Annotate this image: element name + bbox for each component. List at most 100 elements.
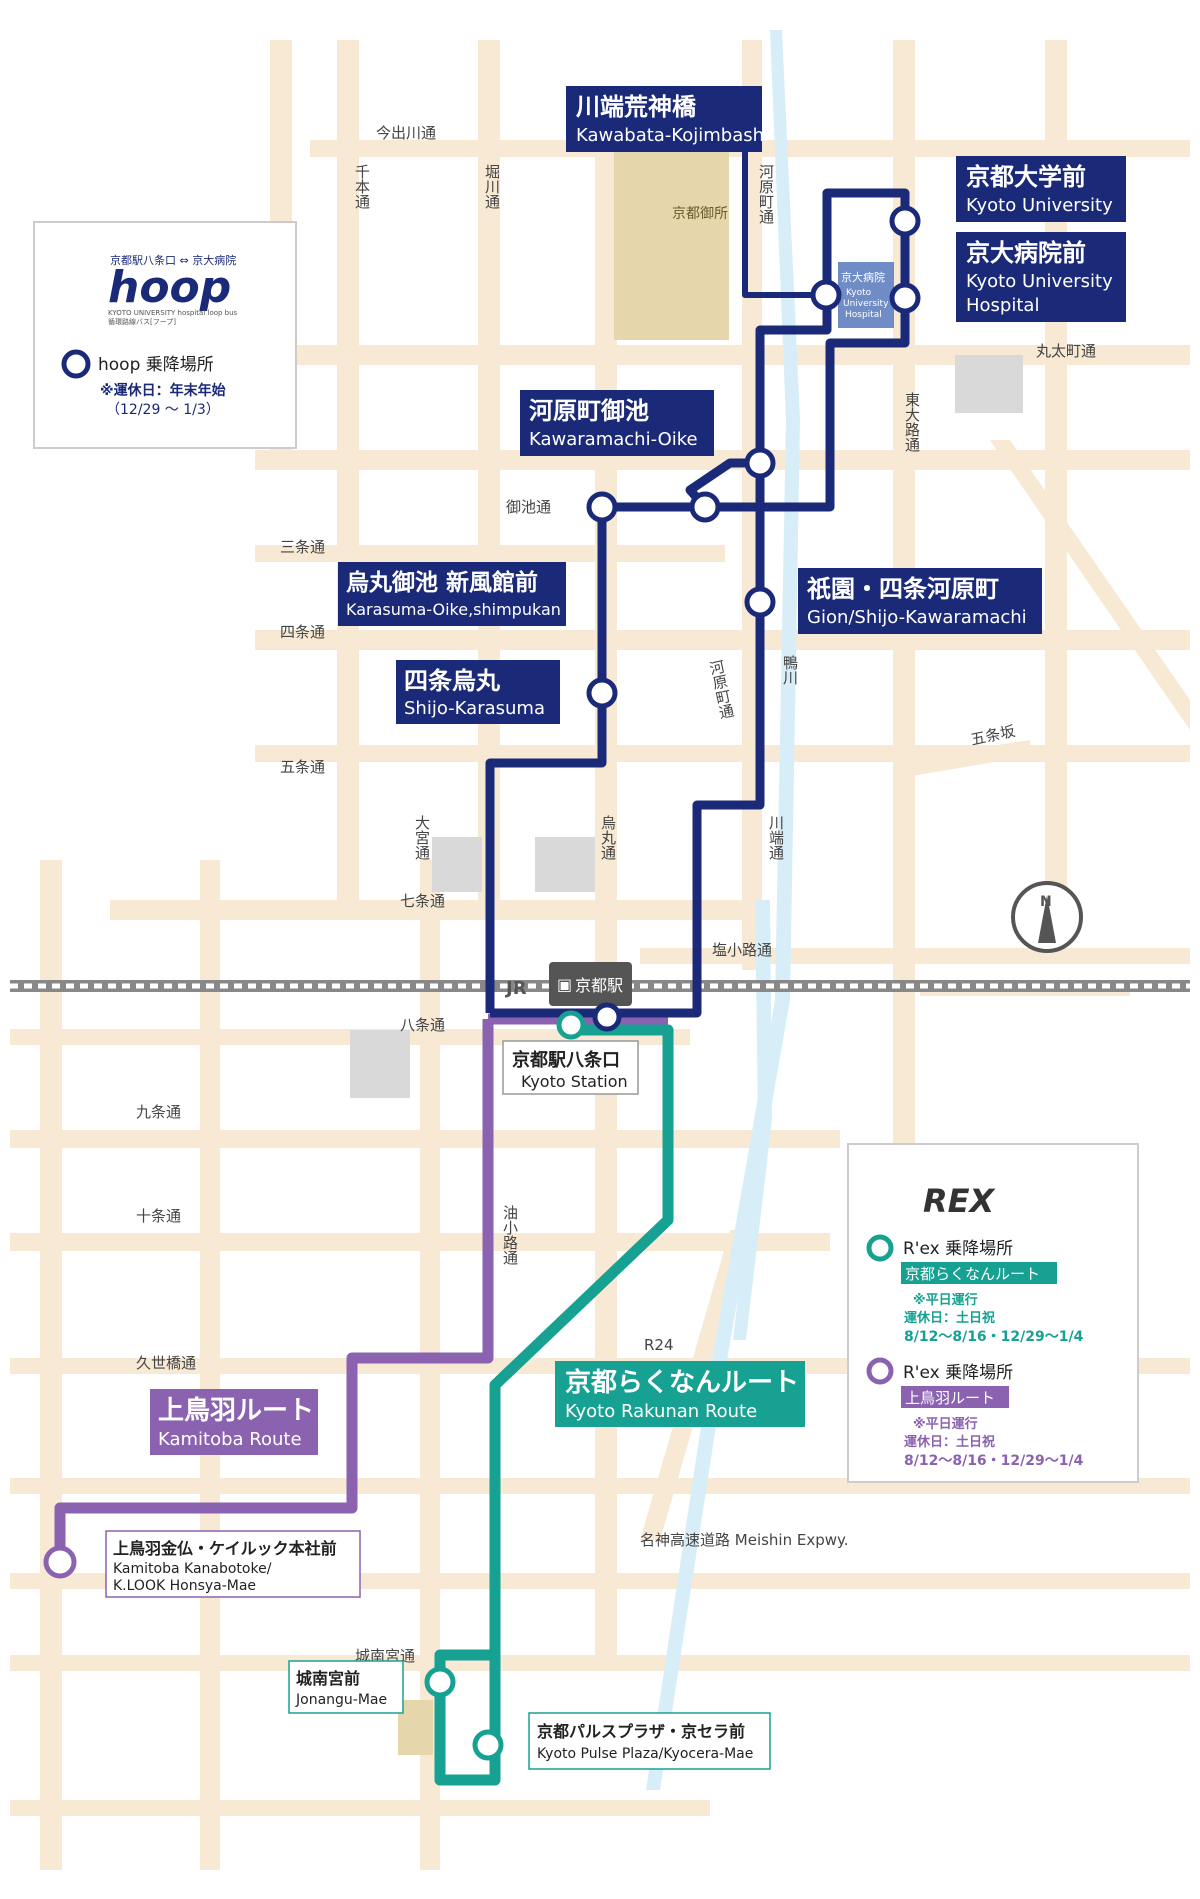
block-3	[535, 837, 595, 892]
label-sanjo: 三条通	[280, 538, 325, 556]
hosp-en1: Kyoto University	[966, 271, 1113, 292]
stop-kyodai[interactable]	[889, 205, 921, 237]
label-senbon: 千本通	[353, 164, 371, 209]
rakunan-legend-icon	[866, 1234, 894, 1262]
kamitoba-route-tag: 上鳥羽ルート	[905, 1389, 995, 1407]
block-2	[432, 837, 482, 892]
karasuma-oike-jp: 烏丸御池 新風館前	[346, 569, 538, 596]
kamitoba-note1: ※平日運行	[913, 1416, 978, 1432]
rakunan-note1: ※平日運行	[913, 1292, 978, 1308]
rex-logo: REX	[923, 1182, 996, 1220]
kyodai-en: Kyoto University	[966, 195, 1113, 216]
kawabata-en: Kawabata-Kojimbashi	[576, 125, 769, 146]
route-hoop	[485, 188, 910, 1018]
rivers	[646, 30, 800, 1790]
kamitoba-note3: 8/12～8/16・12/29～1/4	[904, 1453, 1084, 1469]
rakunan-route-jp: 京都らくなんルート	[565, 1367, 799, 1398]
label-kuzebashi: 久世橋通	[136, 1354, 196, 1372]
kanabotoke-en2: K.LOOK Honsya-Mae	[113, 1578, 256, 1594]
stop-gion[interactable]	[744, 586, 776, 618]
pulse-jp: 京都パルスプラザ・京セラ前	[537, 1722, 745, 1741]
label-kujo: 九条通	[136, 1103, 181, 1121]
label-gosho: 京都御所	[672, 206, 728, 222]
hoop-legend-stop-icon	[61, 349, 91, 379]
kanabotoke-jp: 上鳥羽金仏・ケイルック本社前	[113, 1539, 337, 1558]
rakunan-route-en: Kyoto Rakunan Route	[565, 1401, 757, 1422]
stop-oike-e[interactable]	[689, 491, 721, 523]
pulse-en: Kyoto Pulse Plaza/Kyocera-Mae	[537, 1746, 753, 1762]
label-shiokoji: 塩小路通	[712, 941, 772, 959]
label-shichijo: 七条通	[400, 892, 445, 910]
road-extra-3	[10, 1800, 710, 1816]
hoop-stop-labels: 川端荒神橋 Kawabata-Kojimbashi 京都大学前 Kyoto Un…	[338, 86, 1126, 724]
jonangu-en: Jonangu-Mae	[295, 1692, 387, 1708]
label-jujo: 十条通	[136, 1207, 181, 1225]
kamitoba-route-en: Kamitoba Route	[158, 1429, 302, 1450]
hoop-logo: hoop	[108, 262, 231, 313]
stop-kojimbashi-hosp[interactable]	[810, 279, 842, 311]
stop-kanabotoke[interactable]	[43, 1545, 77, 1579]
hoop-logo-sub1: KYOTO UNIVERSITY hospital loop bus	[108, 309, 238, 317]
river-branch	[733, 900, 772, 1340]
stop-karasuma-oike[interactable]	[586, 491, 618, 523]
rex-stop-labels: 上鳥羽金仏・ケイルック本社前 Kamitoba Kanabotoke/ K.LO…	[105, 1530, 771, 1770]
block-1	[955, 355, 1023, 413]
stop-hachijo-rex[interactable]	[556, 1010, 586, 1040]
hosp-en2: Hospital	[966, 295, 1039, 316]
kyoto-gosho	[614, 148, 729, 340]
kawaramachi-jp: 河原町御池	[529, 397, 649, 425]
rakunan-stop: R'ex 乗降場所	[903, 1239, 1013, 1259]
stop-shijo-karasuma[interactable]	[586, 677, 618, 709]
stop-hachijo-hoop[interactable]	[592, 1002, 622, 1032]
label-kawabata: 川端通	[767, 815, 785, 860]
rakunan-route-tag: 京都らくなんルート	[905, 1265, 1040, 1283]
compass-n: N	[1040, 894, 1052, 910]
label-shijo: 四条通	[280, 623, 325, 641]
kamitoba-route-jp: 上鳥羽ルート	[158, 1396, 314, 1426]
road-diagonal-ne	[990, 440, 1190, 730]
road-west-2	[200, 860, 220, 1870]
svg-text:Kyoto: Kyoto	[846, 288, 872, 298]
shijo-jp: 四条烏丸	[404, 667, 501, 695]
road-west-1	[40, 860, 62, 1870]
rex-legend: REX R'ex 乗降場所 京都らくなんルート ※平日運行 運休日：土日祝 8/…	[847, 1143, 1139, 1483]
jonangu-jp: 城南宮前	[296, 1669, 360, 1688]
road-senbon	[337, 40, 359, 910]
svg-text:Hospital: Hospital	[845, 310, 882, 320]
kyodai-jp: 京都大学前	[966, 163, 1086, 191]
block-4	[350, 1030, 410, 1098]
label-karasuma: 烏丸通	[599, 815, 617, 860]
stop-jonangu[interactable]	[424, 1666, 456, 1698]
label-r24: R24	[644, 1336, 674, 1354]
road-labels: 今出川通 丸太町通 御池通 三条通 四条通 五条通 七条通 塩小路通 八条通 九…	[136, 124, 1096, 1665]
kawaramachi-en: Kawaramachi-Oike	[529, 429, 698, 450]
svg-text:京大病院: 京大病院	[841, 270, 885, 284]
rakunan-note2: 運休日：土日祝	[904, 1310, 995, 1326]
route-kamitoba	[54, 1019, 494, 1562]
road-omiya-s	[420, 860, 440, 1870]
stop-pulse-plaza[interactable]	[472, 1729, 504, 1761]
hoop-stop-label: hoop 乗降場所	[98, 355, 214, 375]
hachijo-label: 京都駅八条口 Kyoto Station	[502, 1040, 639, 1095]
kanabotoke-en1: Kamitoba Kanabotoke/	[113, 1561, 272, 1577]
shijo-en: Shijo-Karasuma	[404, 698, 545, 719]
rakunan-note3: 8/12～8/16・12/29～1/4	[904, 1329, 1084, 1345]
hachijo-en: Kyoto Station	[521, 1072, 628, 1091]
kamitoba-legend-icon	[866, 1357, 894, 1385]
label-kawaramachi-n: 河原町通	[757, 164, 775, 224]
route-labels: 上鳥羽ルート Kamitoba Route 京都らくなんルート Kyoto Ra…	[150, 1361, 805, 1455]
kamitoba-note2: 運休日：土日祝	[904, 1434, 995, 1450]
label-horikawa: 堀川通	[483, 164, 501, 209]
stop-kawaramachi-oike[interactable]	[744, 447, 776, 479]
hoop-legend: 京都駅八条口 ⇔ 京大病院 hoop KYOTO UNIVERSITY hosp…	[33, 221, 297, 449]
hospital-building: 京大病院 Kyoto University Hospital	[838, 262, 894, 328]
svg-text:University: University	[843, 299, 889, 309]
route-hoop-kojimbashi	[742, 95, 826, 298]
label-hachijo: 八条通	[400, 1016, 445, 1034]
road-gojozaka	[900, 740, 1030, 778]
stop-hosp[interactable]	[889, 282, 921, 314]
gion-en: Gion/Shijo-Kawaramachi	[807, 607, 1027, 628]
hosp-jp: 京大病院前	[966, 239, 1086, 267]
train-icon: ▣	[557, 975, 572, 994]
